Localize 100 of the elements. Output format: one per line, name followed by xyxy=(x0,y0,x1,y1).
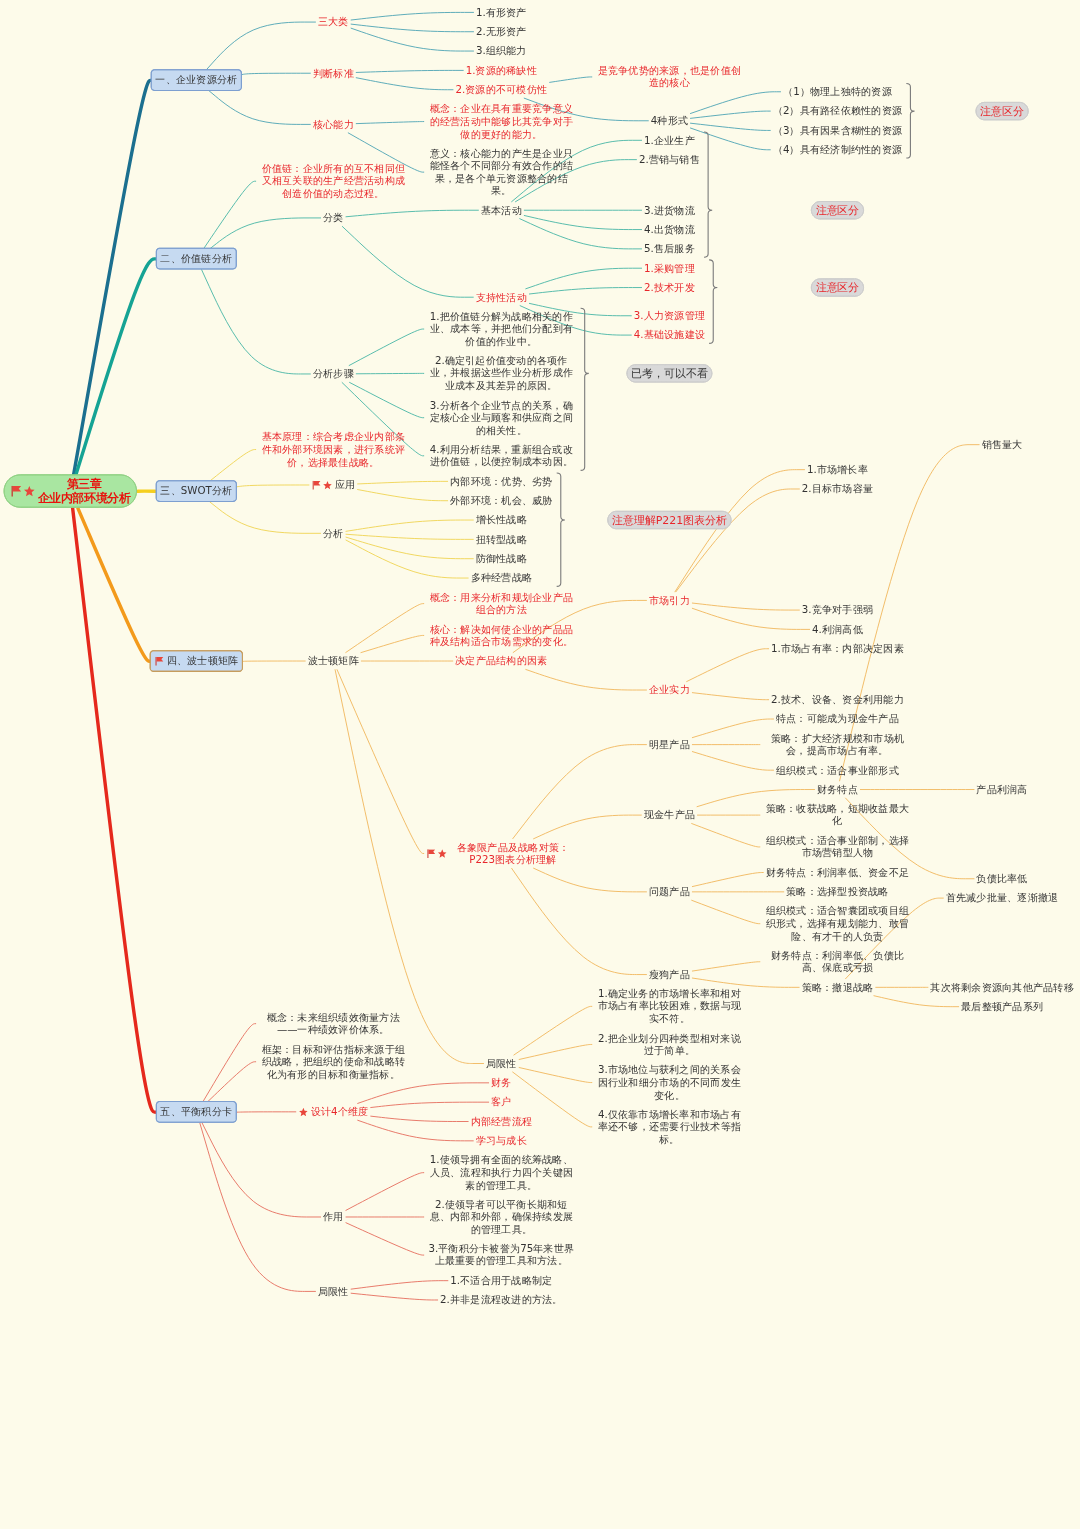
connector-line xyxy=(691,891,785,893)
topic-text: 5.售后服务 xyxy=(644,242,695,255)
topic-text: 核心：解决如何使企业的产品品种及结构适合市场需求的变化。 xyxy=(429,622,574,648)
connector-line xyxy=(356,489,449,502)
connector-line xyxy=(690,899,761,925)
topic-text: 作用 xyxy=(323,1210,344,1224)
connector-line xyxy=(689,110,772,119)
connector-line xyxy=(839,444,980,782)
topic-text: 2.技术、设备、资金利用能力 xyxy=(771,693,904,706)
note-bubble: 注意区分 xyxy=(811,278,864,297)
topic-text: 分析 xyxy=(323,527,344,540)
connector-line xyxy=(345,1216,425,1218)
topic-text: 内部环境：优势、劣势 xyxy=(450,475,553,488)
topic-text: 企业实力 xyxy=(648,683,690,697)
topic-text: 市场引力 xyxy=(648,594,690,607)
branch-topic-box: 一、企业资源分析 xyxy=(150,69,242,91)
note-bubble: 注意理解P221图表分析 xyxy=(607,511,732,530)
topic-text: 1.市场占有率：内部决定因素 xyxy=(771,642,904,655)
topic-text: 4种形式 xyxy=(650,114,689,127)
connector-line xyxy=(685,648,770,683)
topic-text: 特点：可能成为现金牛产品 xyxy=(776,712,899,726)
topic-text: 局限性 xyxy=(317,1285,349,1298)
connector-line xyxy=(696,789,816,808)
connector-line xyxy=(356,1082,490,1104)
connector-line xyxy=(348,328,425,367)
topic-text: 最后整顿产品系列 xyxy=(961,1000,1044,1013)
connector-line xyxy=(347,132,425,173)
topic-text: 增长性战略 xyxy=(475,513,527,527)
topic-text: 2.资源的不可模仿性 xyxy=(455,83,548,96)
central-topic-oval: 第三章 企业内部环境分析 xyxy=(3,474,137,508)
connector-line xyxy=(200,268,312,375)
connector-line xyxy=(696,814,761,816)
topic-text: 客户 xyxy=(491,1095,512,1109)
topic-text: 组织模式：适合事业部制，选择市场营销型人物 xyxy=(765,834,910,860)
topic-text: 产品利润高 xyxy=(976,783,1028,796)
topic-text: 1.确定业务的市场增长率和相对市场占有率比较困难，数据与现实不符。 xyxy=(597,987,742,1025)
topic-text: 财务特点 xyxy=(817,783,858,796)
connector-line xyxy=(345,209,480,218)
topic-text: 多种经营战略 xyxy=(470,571,533,585)
connector-line xyxy=(518,1044,593,1060)
connector-line xyxy=(689,122,772,131)
topic-text: 2.确定引起价值变动的各项作业，并根据这些作业分析形成作业成本及其差异的原因。 xyxy=(429,354,574,392)
topic-text: 3.分析各个企业节点的关系，确定核心企业与顾客和供应商之间的相关性。 xyxy=(429,398,574,437)
connector-line xyxy=(528,302,633,317)
connector-line xyxy=(345,536,475,560)
connector-line xyxy=(136,489,157,494)
connector-line xyxy=(350,11,475,21)
topic-text: 3.市场地位与获利之间的关系会因行业和细分市场的不同而发生变化。 xyxy=(597,1063,742,1102)
connector-line xyxy=(350,27,475,52)
connector-line xyxy=(691,961,761,972)
topic-text: 组织模式：适合智囊团或项目组织形式，选择有规划能力、敢冒险、有才干的人负责 xyxy=(765,904,910,943)
topic-text: 瘦狗产品 xyxy=(648,968,690,981)
topic-text: 各象限产品及战略对策：P223图表分析理解 xyxy=(427,840,570,866)
connector-line xyxy=(341,225,475,298)
topic-text: 首先减少批量、逐渐撤退 xyxy=(945,891,1059,905)
branch-topic-box: 三、SWOT分析 xyxy=(155,480,237,502)
connector-line xyxy=(691,744,761,746)
connector-line xyxy=(510,139,643,203)
topic-text: 框架：目标和评估指标来源于组织战略，把组织的使命和战略转化为有形的目标和衡量指标。 xyxy=(261,1043,405,1081)
connector-line xyxy=(514,159,638,203)
connector-line xyxy=(511,1071,593,1128)
connector-line xyxy=(350,1292,439,1301)
topic-text: 分类 xyxy=(323,211,344,224)
connector-line xyxy=(528,287,643,295)
topic-text: 4.利用分析结果，重新组合或改进价值链，以便控制成本动因。 xyxy=(429,443,574,469)
topic-text: 2.营销与销售 xyxy=(638,153,700,166)
topic-text: 概念：未来组织绩效衡量方法——一种绩效评价体系。 xyxy=(266,1011,400,1036)
connector-line xyxy=(689,91,782,115)
topic-text: 2.并非是流程改进的方法。 xyxy=(440,1293,563,1307)
topic-text: （1）物理上独特的资源 xyxy=(782,85,892,98)
connector-line xyxy=(548,76,593,83)
topic-text: 三大类 xyxy=(317,15,349,29)
topic-text: 1.资源的稀缺性 xyxy=(465,64,537,77)
topic-text: 3.竞争对手强弱 xyxy=(801,603,874,617)
topic-text: 4.出货物流 xyxy=(644,223,695,236)
connector-line xyxy=(518,218,643,250)
topic-text: 基本原理：综合考虑企业内部条件和外部环境因素，进行系统评价，选择最佳战略。 xyxy=(261,430,405,469)
topic-text: 3.平衡积分卡被誉为75年来世界上最重要的管理工具和方法。 xyxy=(428,1242,575,1268)
topic-text: 策略：撤退战略 xyxy=(801,981,874,994)
topic-text: 明星产品 xyxy=(648,738,690,751)
connector-line xyxy=(518,1067,593,1083)
connector-line xyxy=(199,1122,317,1292)
topic-text: 3.组织能力 xyxy=(475,44,527,58)
topic-text: 核心能力 xyxy=(312,118,354,131)
topic-text: 波士顿矩阵 xyxy=(307,654,359,668)
topic-text: （2）具有路径依赖性的资源 xyxy=(772,104,903,118)
topic-text: 销售量大 xyxy=(981,438,1023,451)
connector-line xyxy=(691,751,775,771)
topic-text: 基本活动 xyxy=(480,203,522,217)
connector-line xyxy=(519,305,633,336)
connector-line xyxy=(360,660,454,662)
connector-line xyxy=(236,484,310,488)
topic-text: 3.人力资源管理 xyxy=(633,309,706,322)
topic-text: 负债比率低 xyxy=(976,872,1028,885)
topic-text: （4）具有经济制约性的资源 xyxy=(772,143,903,156)
topic-text: 价值链：企业所有的互不相同但又相互关联的生产经营活动构成创造价值的动态过程。 xyxy=(261,162,405,200)
topic-text: 1.把价值链分解为战略相关的作业、成本等，并把他们分配到有价值的作业中。 xyxy=(429,310,574,348)
topic-text: 其次将剩余资源向其他产品转移 xyxy=(930,981,1074,994)
topic-text: 外部环境：机会、威胁 xyxy=(450,494,553,507)
connector-line xyxy=(523,209,643,211)
